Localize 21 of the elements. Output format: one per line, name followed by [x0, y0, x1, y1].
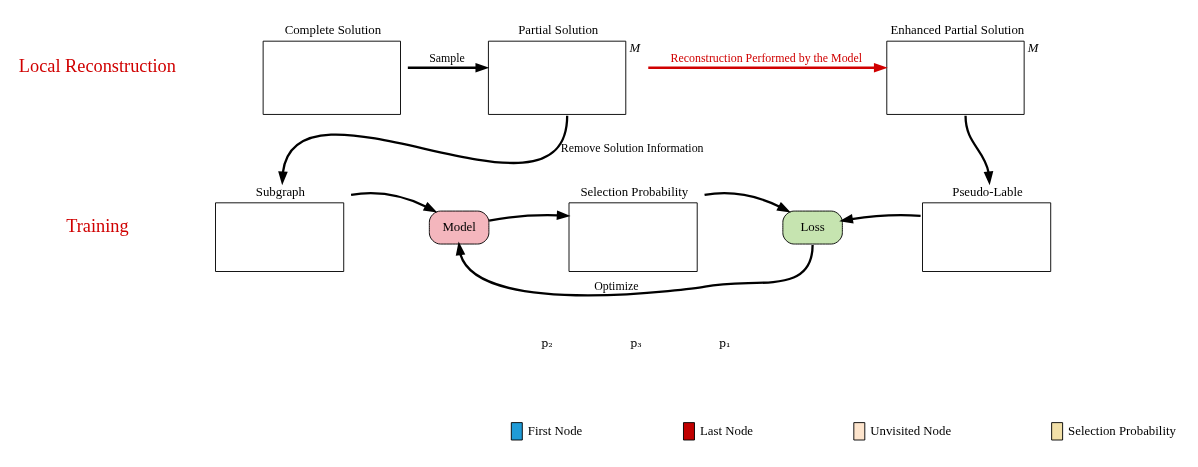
- edge-label: Remove Solution Information: [560, 140, 704, 155]
- node-label: M: [629, 41, 641, 56]
- edge-label: Optimize: [594, 279, 639, 294]
- edge-label: Reconstruction Performed by the Model: [670, 50, 863, 65]
- label: p₁: [718, 336, 731, 350]
- node-label: Pseudo-Lable: [952, 184, 1023, 199]
- label: Training: [66, 216, 129, 237]
- node-label: Subgraph: [255, 184, 305, 199]
- legend-label: First Node: [527, 423, 583, 438]
- legend-label: Unvisited Node: [870, 423, 952, 438]
- node-label: Partial Solution: [518, 23, 599, 38]
- label: p₃: [630, 336, 642, 350]
- label: p₂: [541, 336, 553, 350]
- node-label: Selection Probability: [580, 184, 689, 199]
- node-label: Enhanced Partial Solution: [890, 23, 1025, 38]
- label: Local Reconstruction: [18, 56, 176, 77]
- edge-label: Sample: [429, 50, 465, 65]
- legend-label: Last Node: [699, 423, 753, 438]
- node-label: Complete Solution: [284, 23, 382, 38]
- node-label: M: [1027, 41, 1039, 56]
- legend-label: Selection Probability: [1068, 423, 1176, 438]
